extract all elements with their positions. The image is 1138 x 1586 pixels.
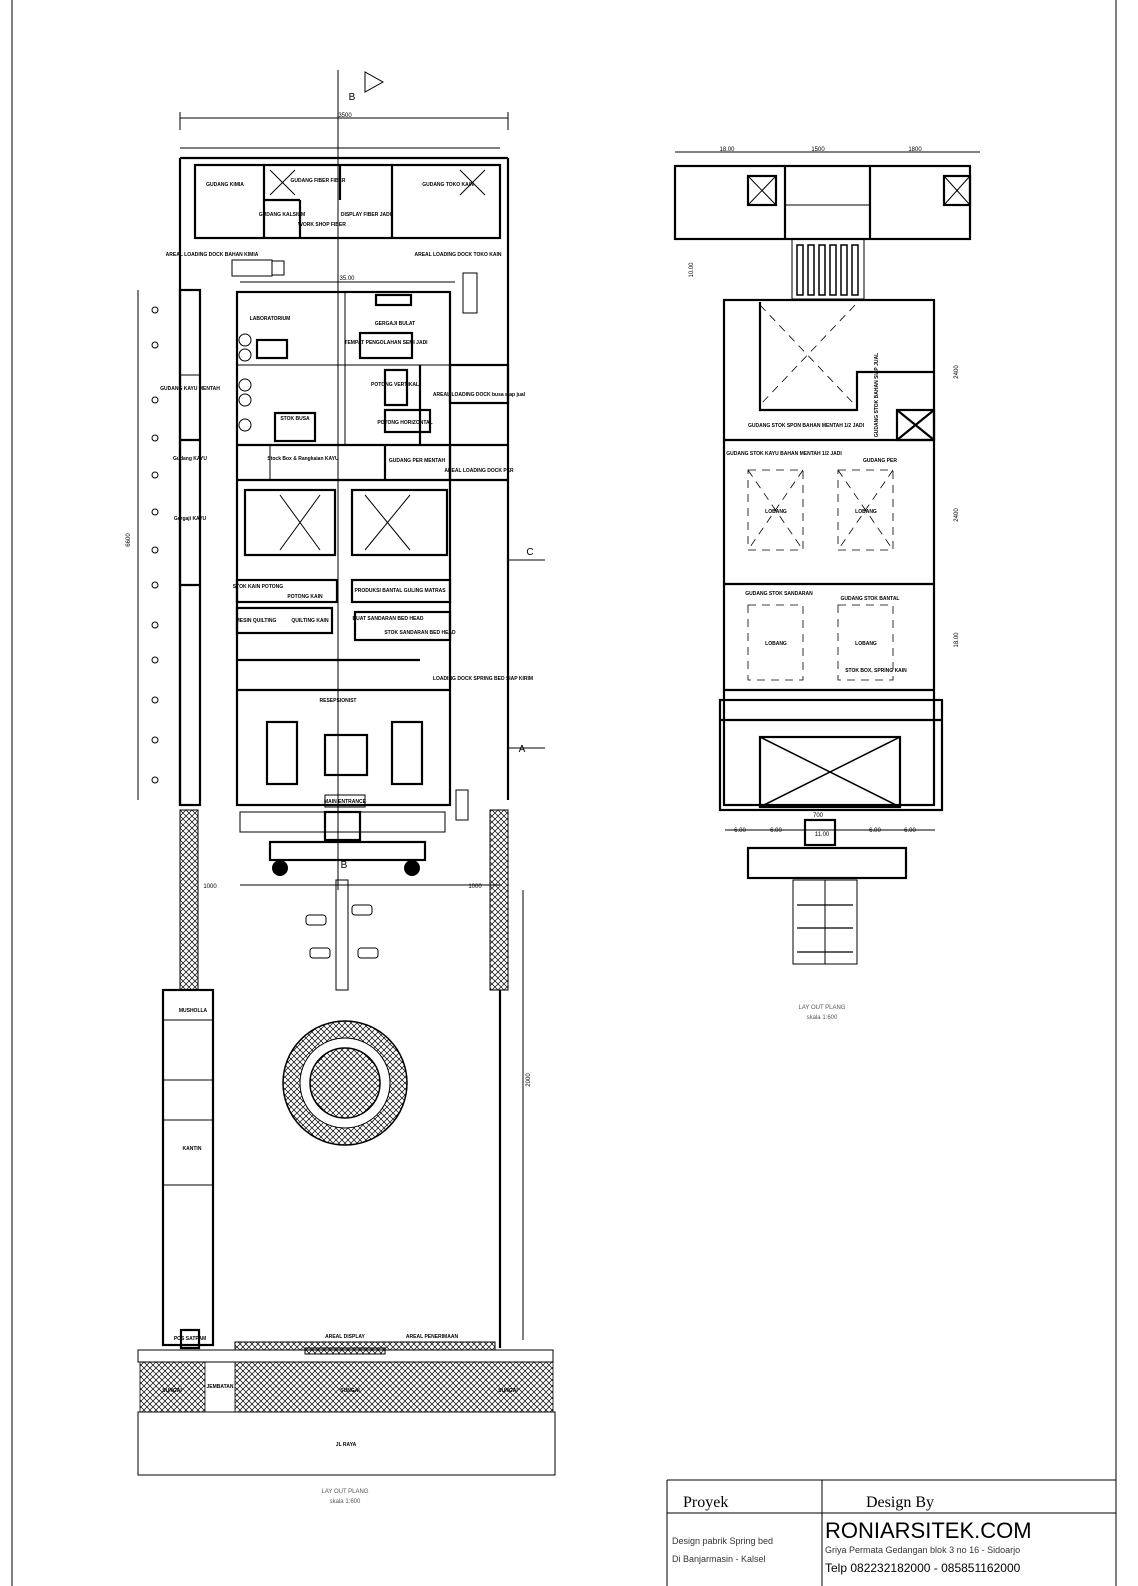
right-plan-caption: LAY OUT PLANG	[798, 1005, 845, 1011]
room-lobang-c: LOBANG	[765, 641, 787, 647]
room-potong-vertikal: POTONG VERTIKAL	[371, 382, 419, 388]
dim-side-left: 1000	[203, 884, 217, 890]
dim-building-width: 35.00	[339, 276, 355, 282]
room-mesin-quilting: MESIN QUILTING	[236, 618, 277, 624]
room-stok-kain: STOK KAIN POTONG	[233, 584, 283, 590]
room-potong-kain: POTONG KAIN	[287, 594, 323, 600]
room-sungai-left: SUNGAI	[162, 1388, 182, 1394]
dim-bay-4: 6.00	[904, 828, 916, 834]
room-stok-box-right: STOK BOX, SPRING KAIN	[845, 668, 907, 674]
room-gudang-stok-spon: GUDANG STOK SPON BAHAN MENTAH 1/2 JADI	[748, 423, 865, 429]
room-quilting-kain: QUILTING KAIN	[291, 618, 329, 624]
room-gudang-kayu: Gudang KAYU	[173, 456, 207, 462]
dim-right-h2: 2400	[954, 508, 960, 522]
left-plan-scale: skala 1:600	[330, 1499, 361, 1505]
right-floor-plan: 18.00 1500 1800 10.00 GUDANG STOK SPON B…	[673, 147, 980, 1021]
section-marker-c: C	[526, 547, 533, 558]
room-gudang-toko-kain: GUDANG TOKO KAIN	[422, 182, 474, 188]
dim-right-entrance: 11.00	[815, 832, 830, 838]
dim-right-h1: 2400	[954, 365, 960, 379]
dim-bay-1: 6.00	[734, 828, 746, 834]
dim-total-height: 6600	[126, 533, 132, 547]
room-pos-satpam: POS SATPAM	[174, 1336, 206, 1342]
section-marker-b-bottom: B	[341, 860, 348, 871]
dim-side-right: 1000	[468, 884, 482, 890]
sheet-frame	[11, 0, 1117, 1586]
room-gudang-per-right: GUDANG PER	[863, 458, 897, 464]
dim-bay-2: 6.00	[770, 828, 782, 834]
room-gudang-kayu-mentah: GUDANG KAYU MENTAH	[160, 386, 220, 392]
room-work-shop-fiber: WORK SHOP FIBER	[298, 222, 346, 228]
project-name: Design pabrik Spring bed	[672, 1536, 773, 1546]
room-gudang-stok-kayu: GUDANG STOK KAYU BAHAN MENTAH 1/2 JADI	[726, 451, 842, 457]
room-loading-kain: AREAL LOADING DOCK TOKO KAIN	[414, 252, 501, 258]
section-marker-b-top: B	[349, 92, 356, 103]
room-gudang-fiber: GUDANG FIBER FIBER	[291, 178, 346, 184]
room-gudang-stok-bahan: GUDANG STOK BAHAN SIAP JUAL	[874, 353, 880, 437]
room-gudang-per: GUDANG PER MENTAH	[389, 458, 446, 464]
left-site-plan: B B 3500 GUDANG KIMIA GUDANG FIBER FIBER…	[126, 70, 556, 1505]
room-potong-horizontal: POTONG HORIZONTAL	[377, 420, 432, 426]
room-loading-kimia: AREAL LOADING DOCK BAHAN KIMIA	[166, 252, 259, 258]
proyek-label: Proyek	[683, 1494, 728, 1511]
room-musholla: MUSHOLLA	[179, 1008, 208, 1014]
room-gudang-kalsium: GUDANG KALSIUM	[259, 212, 305, 218]
project-location: Di Banjarmasin - Kalsel	[672, 1554, 766, 1564]
dim-right-top-c: 1800	[908, 147, 922, 153]
room-tempat-pengolahan: TEMPAT PENGOLAHAN SEMI JADI	[344, 340, 428, 346]
room-gudang-stok-bantal: GUDANG STOK BANTAL	[841, 596, 900, 602]
right-plan-scale: skala 1:600	[807, 1015, 838, 1021]
room-stok-busa: STOK BUSA	[280, 416, 310, 422]
room-lobang-a: LOBANG	[765, 509, 787, 515]
section-marker-a: A	[519, 744, 526, 755]
room-areal-penerima: AREAL PENERIMAAN	[406, 1334, 459, 1340]
brand-address: Griya Permata Gedangan blok 3 no 16 - Si…	[825, 1545, 1020, 1555]
room-produksi-bantal: PRODUKSI BANTAL GULING MATRAS	[354, 588, 446, 594]
dim-right-mid: 700	[813, 813, 824, 819]
room-main-entrance: MAIN ENTRANCE	[324, 799, 367, 805]
dim-bay-3: 6.00	[869, 828, 881, 834]
room-stock-box: Stock Box & Rangkaian KAYU	[267, 456, 339, 462]
room-gudang-kimia: GUDANG KIMIA	[206, 182, 244, 188]
room-sungai-right: SUNGAI	[498, 1388, 518, 1394]
room-jembatan: JEMBATAN	[206, 1384, 233, 1390]
room-gudang-stok-sandaran: GUDANG STOK SANDARAN	[745, 591, 813, 597]
dim-right-gap: 10.00	[689, 262, 695, 278]
room-loading-busa: AREAL LOADING DOCK busa siap jual	[433, 392, 526, 398]
room-lobang-d: LOBANG	[855, 641, 877, 647]
room-lab: LABORATORIUM	[250, 316, 291, 322]
room-sungai-mid: SUNGAI	[340, 1388, 360, 1394]
dim-right-top-a: 18.00	[719, 147, 735, 153]
dim-parking-height: 2000	[526, 1073, 532, 1087]
dim-right-h3: 18.00	[954, 632, 960, 648]
design-by-label: Design By	[866, 1494, 934, 1511]
room-jl-raya: JL RAYA	[336, 1442, 357, 1448]
brand-name: RONIARSITEK.COM	[825, 1518, 1032, 1543]
room-loading-spring: LOADING DOCK SPRING BED SIAP KIRIM	[433, 676, 533, 682]
room-areal-display: AREAL DISPLAY	[325, 1334, 365, 1340]
room-kantin: KANTIN	[183, 1146, 202, 1152]
room-buat-sandaran: BUAT SANDARAN BED HEAD	[352, 616, 423, 622]
dim-right-top-b: 1500	[811, 147, 825, 153]
room-lobang-b: LOBANG	[855, 509, 877, 515]
dim-top-width: 3500	[338, 113, 352, 119]
room-gergaji: Gergaji KAYU	[174, 516, 207, 522]
room-stok-sandaran: STOK SANDARAN BED HEAD	[384, 630, 456, 636]
title-block: Proyek Design By Design pabrik Spring be…	[666, 1479, 1116, 1586]
room-loading-per: AREAL LOADING DOCK PER	[444, 468, 514, 474]
left-plan-caption: LAY OUT PLANG	[321, 1489, 368, 1495]
room-resepsionist: RESEPSIONIST	[320, 698, 357, 704]
brand-telephone: Telp 082232182000 - 085851162000	[825, 1561, 1021, 1575]
room-gergaji-bulat: GERGAJI BULAT	[375, 321, 415, 327]
room-display-fiber: DISPLAY FIBER JADI	[341, 212, 392, 218]
